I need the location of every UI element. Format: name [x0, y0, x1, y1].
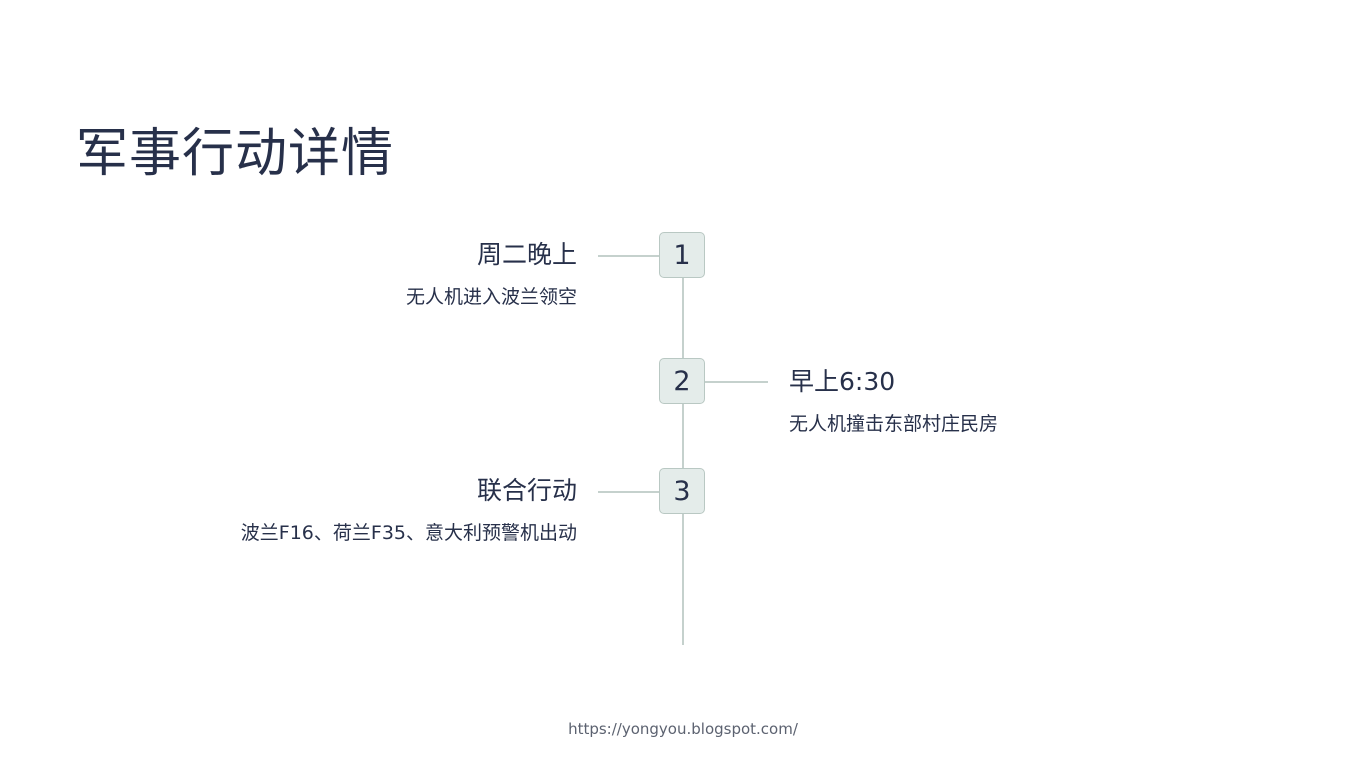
event-3-heading: 联合行动	[476, 476, 577, 505]
event-2-number-badge: 2	[659, 358, 705, 404]
event-3-connector	[598, 491, 659, 493]
event-2-description: 无人机撞击东部村庄民房	[789, 413, 999, 435]
event-3-description: 波兰F16、荷兰F35、意大利预警机出动	[240, 522, 577, 544]
event-2-heading: 早上6:30	[789, 367, 896, 396]
slide-title: 军事行动详情	[76, 124, 395, 184]
timeline-axis	[682, 278, 684, 645]
event-1-description: 无人机进入波兰领空	[405, 286, 577, 308]
footer-url[interactable]: https://yongyou.blogspot.com/	[568, 720, 798, 738]
event-2-connector	[705, 381, 768, 383]
event-1-connector	[598, 255, 659, 257]
event-1-heading: 周二晚上	[476, 240, 577, 269]
event-1-number-badge: 1	[659, 232, 705, 278]
event-3-number-badge: 3	[659, 468, 705, 514]
